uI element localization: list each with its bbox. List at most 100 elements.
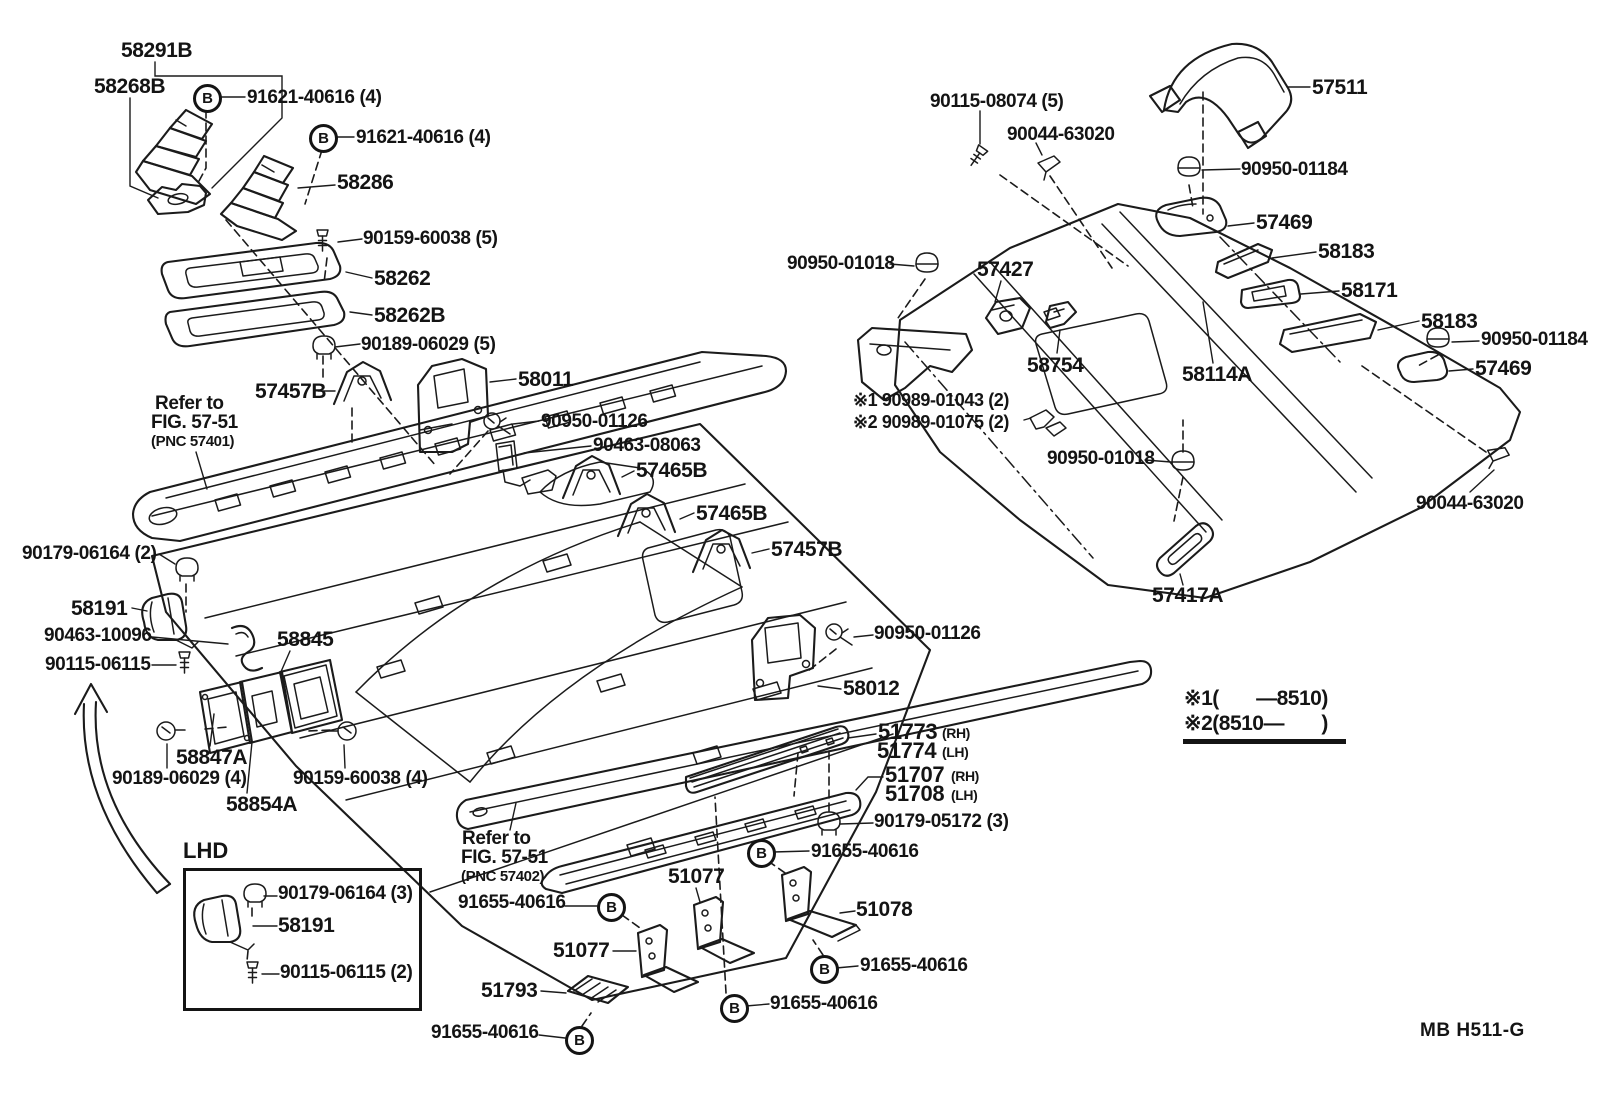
part-label-58191: 58191 [71, 597, 128, 620]
part-51077-a [636, 923, 700, 994]
fastener-marker-b: B [747, 839, 776, 868]
lhd-variant-box [183, 868, 422, 1011]
part-label-51793: 51793 [481, 979, 538, 1002]
part-label-58754: 58754 [1027, 354, 1084, 377]
part-label-57457b: 57457B [255, 380, 327, 403]
part-label-90179-05172-3: 90179-05172 (3) [874, 811, 1009, 832]
assembly-dash-lines [185, 91, 1487, 1027]
fastener-marker-b: B [720, 994, 749, 1023]
part-label-90950-01184: 90950-01184 [1481, 329, 1588, 350]
part-90463-08063-clip [495, 440, 557, 495]
part-58291b-bracket [146, 182, 208, 216]
part-label-58262b: 58262B [374, 304, 446, 327]
part-58286-boot [219, 154, 298, 242]
part-label-91621-40616-4: 91621-40616 (4) [247, 87, 382, 108]
part-58011 [416, 357, 490, 454]
part-label-90179-06164-3: 90179-06164 (3) [278, 883, 413, 904]
part-58268b-boot [134, 108, 214, 206]
part-label-90950-01126: 90950-01126 [541, 411, 648, 432]
part-label-90950-01126: 90950-01126 [874, 623, 981, 644]
fastener-marker-b: B [597, 893, 626, 922]
part-label-90044-63020: 90044-63020 [1416, 493, 1524, 514]
part-label-58171: 58171 [1341, 279, 1398, 302]
part-label-57465b: 57465B [636, 459, 708, 482]
part-label-57457b: 57457B [771, 538, 843, 561]
part-label-58114a: 58114A [1182, 363, 1253, 386]
part-label-90463-08063: 90463-08063 [593, 435, 701, 456]
part-58183-2 [1278, 312, 1378, 354]
part-label-58291b: 58291B [121, 39, 193, 62]
direction-arrow [73, 682, 172, 895]
part-label-91655-40616: 91655-40616 [811, 841, 919, 862]
part-label-90044-63020: 90044-63020 [1007, 124, 1115, 145]
part-label-refer-to: Refer to [462, 828, 531, 849]
part-58171 [1239, 278, 1302, 310]
part-51793 [566, 974, 630, 1005]
part-label-90463-10096: 90463-10096 [44, 625, 152, 646]
part-57469-2 [1396, 350, 1449, 384]
leader-lines [129, 61, 1495, 1039]
part-58262b-plate [164, 290, 346, 348]
part-label-58011: 58011 [518, 368, 574, 391]
part-label-57417a: 57417A [1152, 584, 1224, 607]
part-label-pnc-57401: (PNC 57401) [151, 433, 235, 450]
part-label-57469: 57469 [1256, 211, 1313, 234]
part-label-51077: 51077 [553, 939, 610, 962]
part-58262-plate [160, 241, 342, 300]
part-label-51077: 51077 [668, 865, 725, 888]
part-51773-step-plate [684, 725, 850, 794]
footnote-range-2: ※2(8510— ) [1184, 712, 1328, 735]
part-57469-1 [1155, 196, 1228, 238]
part-label-rh: (RH) [951, 768, 979, 784]
part-label-fig-57-51: FIG. 57-51 [461, 847, 548, 868]
footnote-range-1: ※1( —8510) [1184, 687, 1328, 710]
part-label-58854a: 58854A [226, 793, 298, 816]
part-58191-lhd [193, 894, 255, 951]
part-58754 [1044, 300, 1078, 330]
part-label-58262: 58262 [374, 267, 431, 290]
footnote-underline [1183, 739, 1346, 744]
part-51078 [780, 865, 861, 942]
part-label-58268b: 58268B [94, 75, 166, 98]
part-label-90950-01018: 90950-01018 [787, 253, 895, 274]
part-57417a-plate [1155, 522, 1215, 577]
part-label-90115-08074-5: 90115-08074 (5) [930, 91, 1064, 112]
part-label-90159-60038-4: 90159-60038 (4) [293, 768, 428, 789]
fastener-marker-b: B [193, 84, 222, 113]
part-label-90179-06164-2: 90179-06164 (2) [22, 543, 157, 564]
part-label-91655-40616: 91655-40616 [431, 1022, 539, 1043]
part-label-58845: 58845 [277, 628, 334, 651]
part-label-57511: 57511 [1312, 76, 1368, 99]
part-58845-plate [278, 658, 344, 735]
part-label-fig-57-51: FIG. 57-51 [151, 412, 238, 433]
part-label-58183: 58183 [1318, 240, 1375, 263]
part-label-rh: (RH) [942, 725, 970, 741]
part-label-51773: 51773 [878, 719, 938, 744]
part-57511-support [1148, 42, 1293, 150]
part-label-※1-90989-01043-2: ※1 90989-01043 (2) [853, 390, 1009, 410]
part-label-90950-01018: 90950-01018 [1047, 448, 1155, 469]
part-label-57469: 57469 [1475, 357, 1532, 380]
part-label-91655-40616: 91655-40616 [458, 892, 566, 913]
part-label-pnc-57402: (PNC 57402) [461, 868, 545, 885]
part-label-51707: 51707 [885, 762, 945, 787]
part-label-51708: 51708 [885, 781, 945, 806]
drawing-code: MB H511-G [1420, 1020, 1525, 1041]
part-57402-sill [455, 659, 1153, 831]
part-label-57465b: 57465B [696, 502, 768, 525]
part-label-90115-06115-2: 90115-06115 (2) [280, 962, 413, 983]
part-label-lh: (LH) [951, 787, 978, 803]
part-label-58012: 58012 [843, 677, 900, 700]
part-label-91655-40616: 91655-40616 [860, 955, 968, 976]
part-90989-clips [1029, 409, 1067, 437]
fastener-marker-b: B [565, 1026, 594, 1055]
part-label-91655-40616: 91655-40616 [770, 993, 878, 1014]
part-label-90159-60038-5: 90159-60038 (5) [363, 228, 498, 249]
part-floor-panel [150, 422, 932, 1002]
push-bolt-icons [156, 721, 357, 741]
part-label-90115-06115: 90115-06115 [45, 654, 151, 675]
